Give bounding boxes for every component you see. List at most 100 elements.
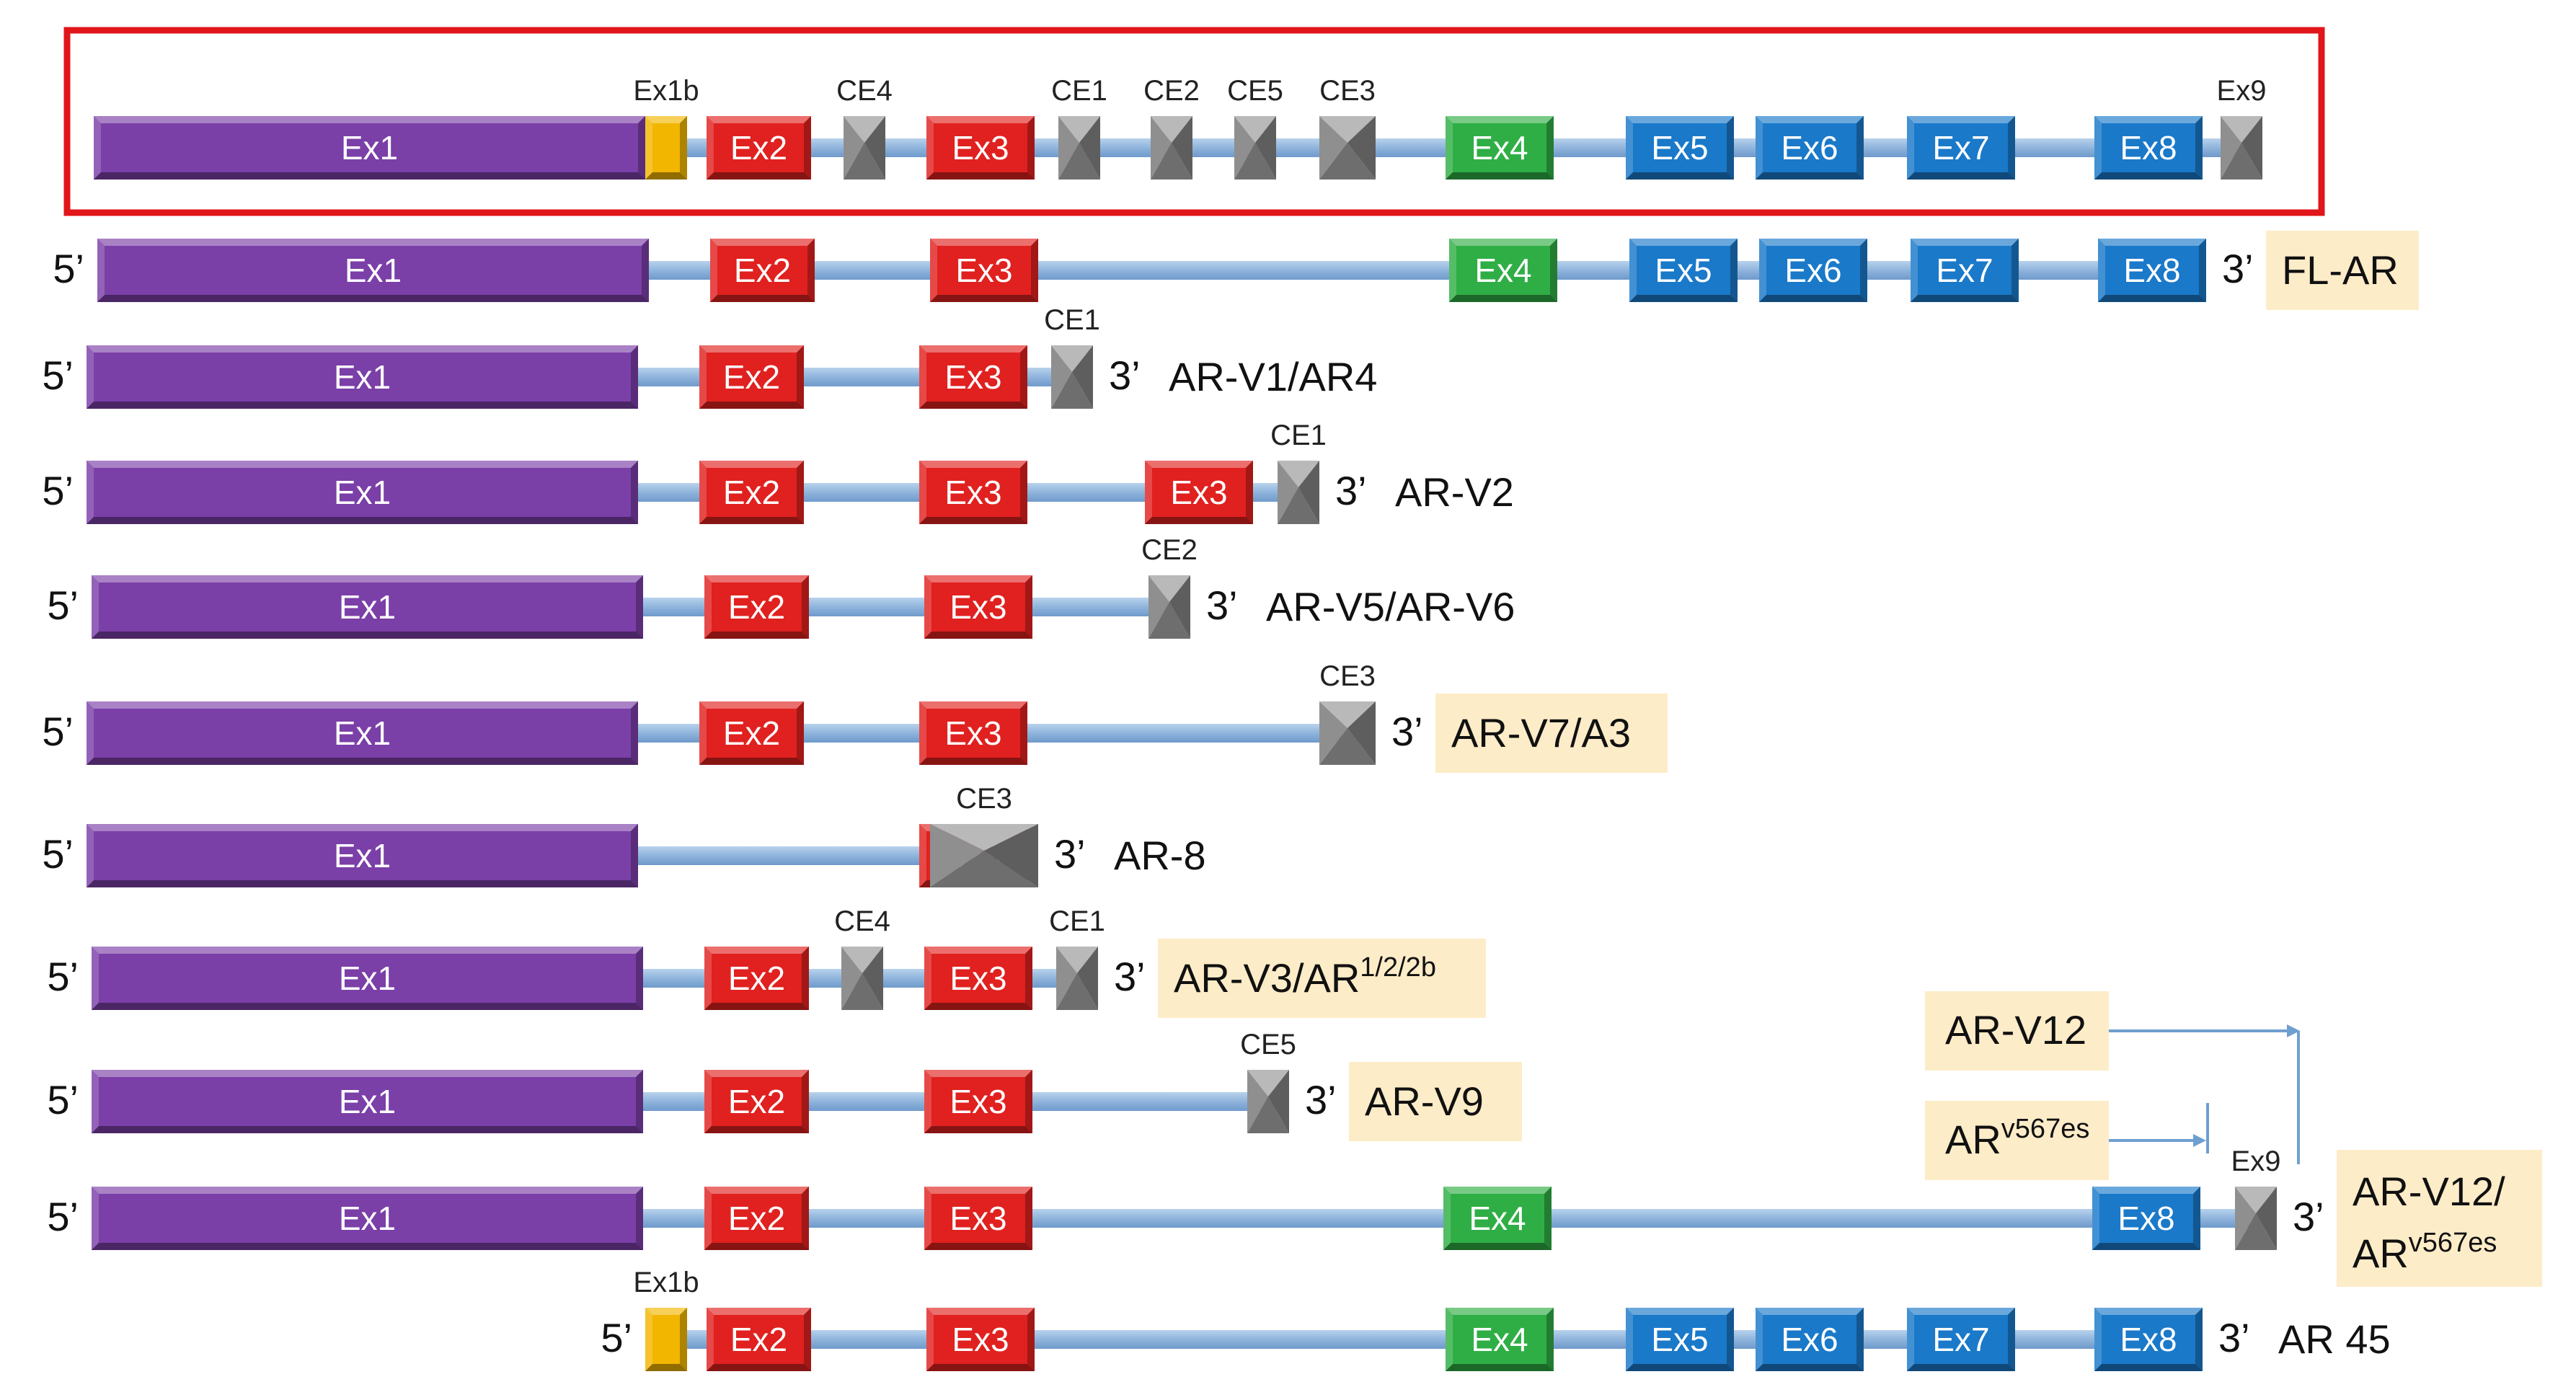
exon-top-label: CE2	[1141, 534, 1198, 566]
exon-label: Ex6	[1781, 129, 1838, 167]
cryptic-exon-ce1	[1051, 345, 1093, 409]
cryptic-exon-ce5	[1234, 116, 1276, 180]
exon-ex3: Ex3	[926, 116, 1035, 180]
exon-label: Ex1	[339, 1083, 396, 1120]
cryptic-exon-ce2	[1148, 575, 1190, 639]
exon-ex1b	[645, 1308, 687, 1371]
exon-ex2: Ex2	[704, 1187, 809, 1250]
cryptic-exon-ex9	[2235, 1187, 2277, 1250]
exon-label: Ex1	[345, 252, 402, 289]
exon-label: Ex5	[1655, 252, 1712, 289]
exon-top-label: CE3	[1319, 660, 1376, 692]
exon-label: Ex3	[1170, 474, 1227, 511]
exon-ex2: Ex2	[707, 116, 811, 180]
exon-top-label: CE1	[1051, 75, 1107, 107]
exon-label: Ex6	[1781, 1321, 1838, 1358]
exon-ex8: Ex8	[2094, 1308, 2203, 1371]
exon-ex4: Ex4	[1449, 239, 1557, 302]
five-prime-label: 5’	[47, 582, 79, 628]
exon-label: Ex3	[944, 474, 1001, 511]
exon-label: Ex2	[728, 588, 785, 626]
exon-label: Ex4	[1471, 1321, 1528, 1358]
exon-label: Ex2	[723, 358, 780, 396]
callout-label: ARv567es	[1945, 1114, 2089, 1162]
exon-label: Ex2	[728, 1200, 785, 1237]
exon-top-label: CE2	[1143, 75, 1200, 107]
exon-ex1: Ex1	[97, 239, 649, 302]
exon-label: Ex3	[955, 252, 1012, 289]
exon-label: Ex2	[723, 474, 780, 511]
exon-label: Ex1	[339, 960, 396, 997]
exon-ex1: Ex1	[87, 701, 638, 765]
three-prime-label: 3’	[1206, 582, 1238, 628]
exon-top-label: CE1	[1049, 905, 1105, 937]
reference-gene-frame	[63, 27, 2325, 216]
exon-ex3: Ex3	[919, 701, 1027, 765]
exon-ex2: Ex2	[699, 345, 804, 409]
exon-label: Ex4	[1471, 129, 1528, 167]
exon-ex3: Ex3	[919, 345, 1027, 409]
exon-ex3: Ex3	[930, 239, 1038, 302]
exon-top-label: Ex1b	[633, 1267, 699, 1298]
exon-ex1: Ex1	[87, 345, 638, 409]
exon-label: Ex4	[1469, 1200, 1526, 1237]
five-prime-label: 5’	[53, 246, 84, 291]
three-prime-label: 3’	[1109, 353, 1141, 398]
exon-top-label: CE5	[1240, 1029, 1296, 1060]
exon-top-label: CE4	[836, 75, 893, 107]
variant-name: FL-AR	[2282, 247, 2399, 293]
exon-ex3: Ex3	[919, 461, 1027, 524]
exon-ex2: Ex2	[707, 1308, 811, 1371]
exon-ex2: Ex2	[704, 1070, 809, 1133]
five-prime-label: 5’	[42, 709, 74, 754]
exon-ex3: Ex3	[924, 947, 1032, 1010]
exon-ex3: Ex3	[924, 1070, 1032, 1133]
exon-ex8: Ex8	[2092, 1187, 2200, 1250]
exon-ex1: Ex1	[92, 1070, 643, 1133]
variant-name: AR-V1/AR4	[1169, 354, 1377, 399]
exon-ex3: Ex3	[924, 1187, 1032, 1250]
exon-label: Ex3	[950, 588, 1006, 626]
exon-ex1: Ex1	[92, 575, 643, 639]
three-prime-label: 3’	[2222, 246, 2254, 291]
exon-label: Ex1	[334, 714, 391, 752]
exon-label: Ex2	[728, 1083, 785, 1120]
exon-ex1: Ex1	[92, 1187, 643, 1250]
five-prime-label: 5’	[47, 1194, 79, 1239]
exon-top-label: CE3	[1319, 75, 1376, 107]
exon-label: Ex5	[1651, 1321, 1708, 1358]
five-prime-label: 5’	[42, 353, 74, 398]
three-prime-label: 3’	[1391, 709, 1423, 754]
exon-ex1: Ex1	[92, 947, 643, 1010]
exon-ex5: Ex5	[1626, 116, 1734, 180]
exon-ex7: Ex7	[1907, 116, 2015, 180]
exon-ex1: Ex1	[87, 461, 638, 524]
exon-ex5: Ex5	[1629, 239, 1738, 302]
cryptic-exon-ce3	[1319, 701, 1376, 765]
exon-label: Ex1	[341, 129, 398, 167]
exon-ex7: Ex7	[1911, 239, 2019, 302]
exon-ex7: Ex7	[1907, 1308, 2015, 1371]
exon-ex6: Ex6	[1756, 116, 1864, 180]
exon-label: Ex3	[944, 714, 1001, 752]
exon-ex8: Ex8	[2098, 239, 2206, 302]
three-prime-label: 3’	[2218, 1315, 2250, 1360]
exon-ex2: Ex2	[699, 461, 804, 524]
variant-highlight	[2266, 231, 2419, 310]
exon-label: Ex8	[2120, 1321, 2177, 1358]
variant-name: AR-V12/	[2353, 1169, 2505, 1214]
cryptic-exon-ex9	[2221, 116, 2262, 180]
exon-top-label: CE1	[1270, 420, 1327, 451]
cryptic-exon-ce3	[1319, 116, 1376, 180]
exon-top-label: CE4	[834, 905, 890, 937]
exon-ex6: Ex6	[1759, 239, 1867, 302]
exon-label: Ex3	[950, 960, 1006, 997]
exon-label: Ex1	[334, 474, 391, 511]
variant-highlight	[1158, 939, 1486, 1018]
